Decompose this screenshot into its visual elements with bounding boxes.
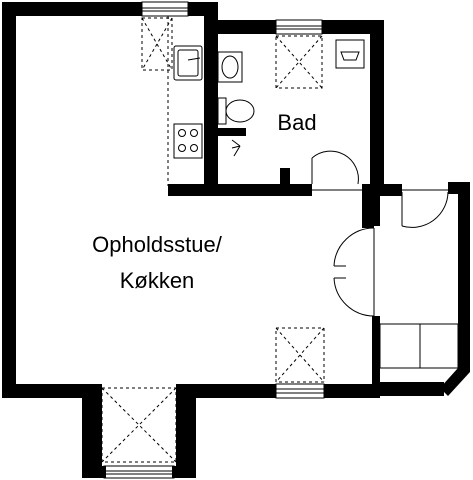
wall-right [458, 182, 470, 372]
window-bathroom [275, 19, 323, 89]
kitchen-stove [173, 123, 203, 159]
wall-bath-top-right [322, 20, 384, 34]
wall-bottom-right-angle [440, 368, 470, 396]
window-bay [101, 387, 177, 479]
label-living-line1: Opholdsstue/ [92, 232, 223, 257]
toilet [217, 97, 255, 125]
kitchen-sink [173, 45, 203, 81]
wall-corridor-left [362, 184, 374, 228]
door-bathroom [311, 150, 362, 191]
wall-bath-right [370, 20, 384, 194]
washing-machine [335, 39, 365, 69]
wall-bath-top [204, 20, 276, 34]
washbasin [217, 51, 243, 83]
wall-bottom-right [372, 382, 444, 396]
windows [101, 1, 325, 479]
bathroom-fixtures [217, 39, 365, 157]
wall-corridor-mid [372, 316, 380, 392]
wall-bottom-left [2, 384, 102, 398]
wall-bath-bottom [168, 184, 312, 196]
shower [231, 139, 241, 157]
wall-bay-right [176, 384, 196, 476]
kitchen-counter [167, 16, 203, 186]
wall-left [2, 2, 16, 398]
wall-bottom-middle [178, 384, 276, 398]
wall-corridor-left-lower [372, 196, 380, 226]
wardrobe [379, 323, 459, 369]
wall-bath-partition [218, 128, 246, 136]
wall-bay-bottom-right [172, 466, 196, 478]
label-living-line2: Køkken [120, 268, 195, 293]
label-bathroom: Bad [277, 110, 316, 135]
window-top-left [141, 1, 189, 71]
doors [311, 150, 449, 317]
wall-bath-stub [280, 168, 290, 196]
door-living-double [333, 227, 375, 317]
wall-bottom-right-of-window [324, 384, 380, 398]
door-corridor [401, 189, 449, 228]
wall-bay-bottom-left [82, 466, 106, 478]
window-bottom-living [275, 327, 325, 399]
wall-bath-left [204, 2, 218, 192]
wall-bay-left [82, 384, 102, 476]
wall-top-left [2, 2, 142, 16]
